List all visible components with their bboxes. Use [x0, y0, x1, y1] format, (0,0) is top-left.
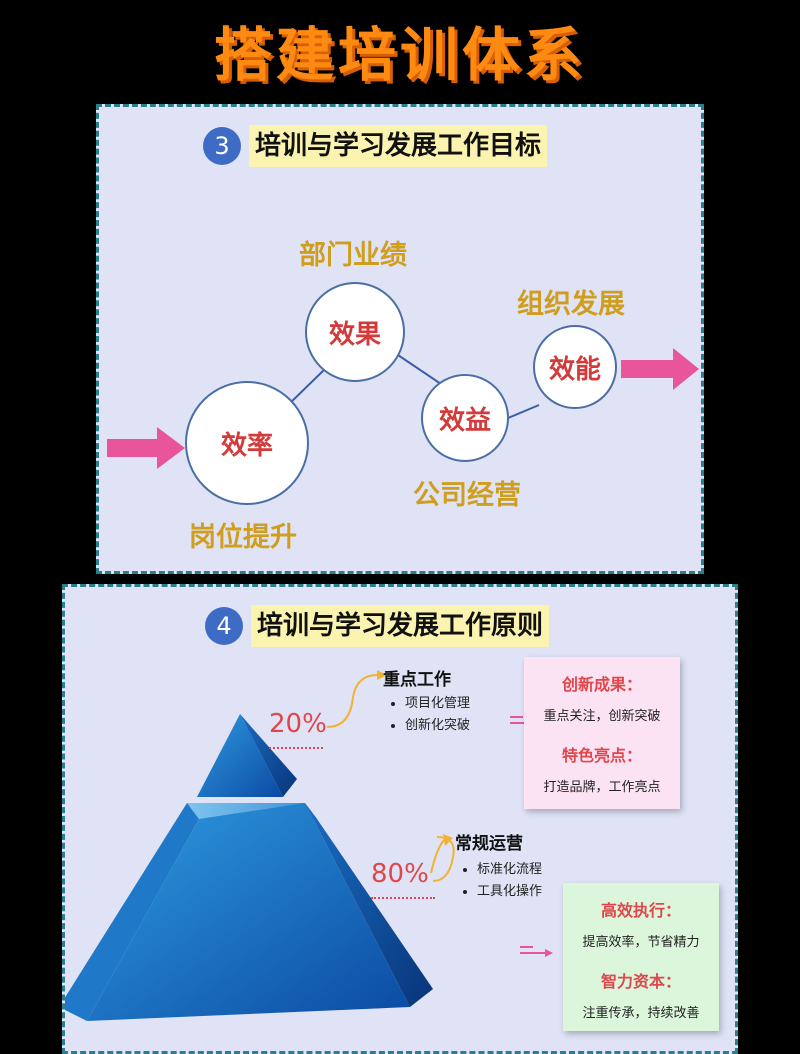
card-text: 提高效率，节省精力	[582, 935, 700, 950]
curve-arrow-icon	[430, 838, 446, 874]
list-item: 创新化突破	[405, 715, 470, 737]
card-bottom: 高效执行： 提高效率，节省精力 智力资本： 注重传承，持续改善	[563, 883, 719, 1031]
goals-panel: 3 培训与学习发展工作目标 效率 效果 效益 效能 岗位提升 部门业绩 公司经营…	[96, 104, 704, 574]
card-top: 创新成果： 重点关注，创新突破 特色亮点： 打造品牌，工作亮点	[524, 657, 680, 809]
pyramid-base-front	[87, 803, 410, 1021]
label-position-upgrade: 岗位提升	[189, 522, 297, 553]
label-org-development: 组织发展	[517, 289, 625, 320]
percent-underline	[371, 897, 435, 899]
tier-top-heading: 重点工作	[383, 670, 451, 690]
principles-panel: 4 培训与学习发展工作原则	[62, 584, 738, 1054]
percent-bottom: 80%	[371, 859, 429, 889]
pyramid-top-side	[240, 714, 297, 797]
card-heading: 特色亮点：	[561, 746, 642, 765]
card-text: 打造品牌，工作亮点	[543, 780, 661, 795]
list-item: 标准化流程	[477, 859, 542, 881]
tier-bottom-heading: 常规运营	[455, 834, 523, 854]
label-company-operation: 公司经营	[413, 480, 521, 511]
connector-line	[391, 350, 445, 387]
circle-effect: 效果	[305, 282, 405, 382]
section-title: 培训与学习发展工作目标	[249, 125, 548, 167]
tier-bottom-bullets: 标准化流程 工具化操作	[457, 859, 542, 903]
percent-underline	[269, 747, 323, 749]
circle-efficiency: 效率	[185, 381, 309, 505]
pyramid-top-front	[197, 714, 283, 797]
percent-top: 20%	[269, 709, 327, 739]
pyramid-graphic	[65, 670, 553, 1021]
card-heading: 高效执行：	[600, 901, 681, 920]
left-arrow-icon	[107, 427, 185, 469]
list-item: 工具化操作	[477, 881, 542, 903]
section-4-header: 4 培训与学习发展工作原则	[205, 605, 550, 647]
section-number-badge: 4	[205, 607, 243, 645]
page-title: 搭建培训体系	[213, 21, 586, 89]
list-item: 项目化管理	[405, 693, 470, 715]
card-heading: 智力资本：	[600, 972, 681, 991]
card-text: 重点关注，创新突破	[543, 709, 661, 724]
card-heading: 创新成果：	[561, 675, 642, 694]
curve-arrow-icon	[326, 674, 378, 728]
tier-top-bullets: 项目化管理 创新化突破	[385, 693, 470, 737]
section-number-badge: 3	[203, 127, 241, 165]
pyramid-base-side	[305, 803, 433, 1007]
section-title: 培训与学习发展工作原则	[251, 605, 550, 647]
pyramid-base-left	[65, 803, 199, 1021]
card-text: 注重传承，持续改善	[582, 1006, 700, 1021]
label-department-performance: 部门业绩	[299, 240, 407, 271]
right-arrow-icon	[621, 348, 699, 390]
circle-benefit: 效益	[421, 374, 509, 462]
section-3-header: 3 培训与学习发展工作目标	[203, 125, 548, 167]
circle-effectiveness: 效能	[533, 325, 617, 409]
